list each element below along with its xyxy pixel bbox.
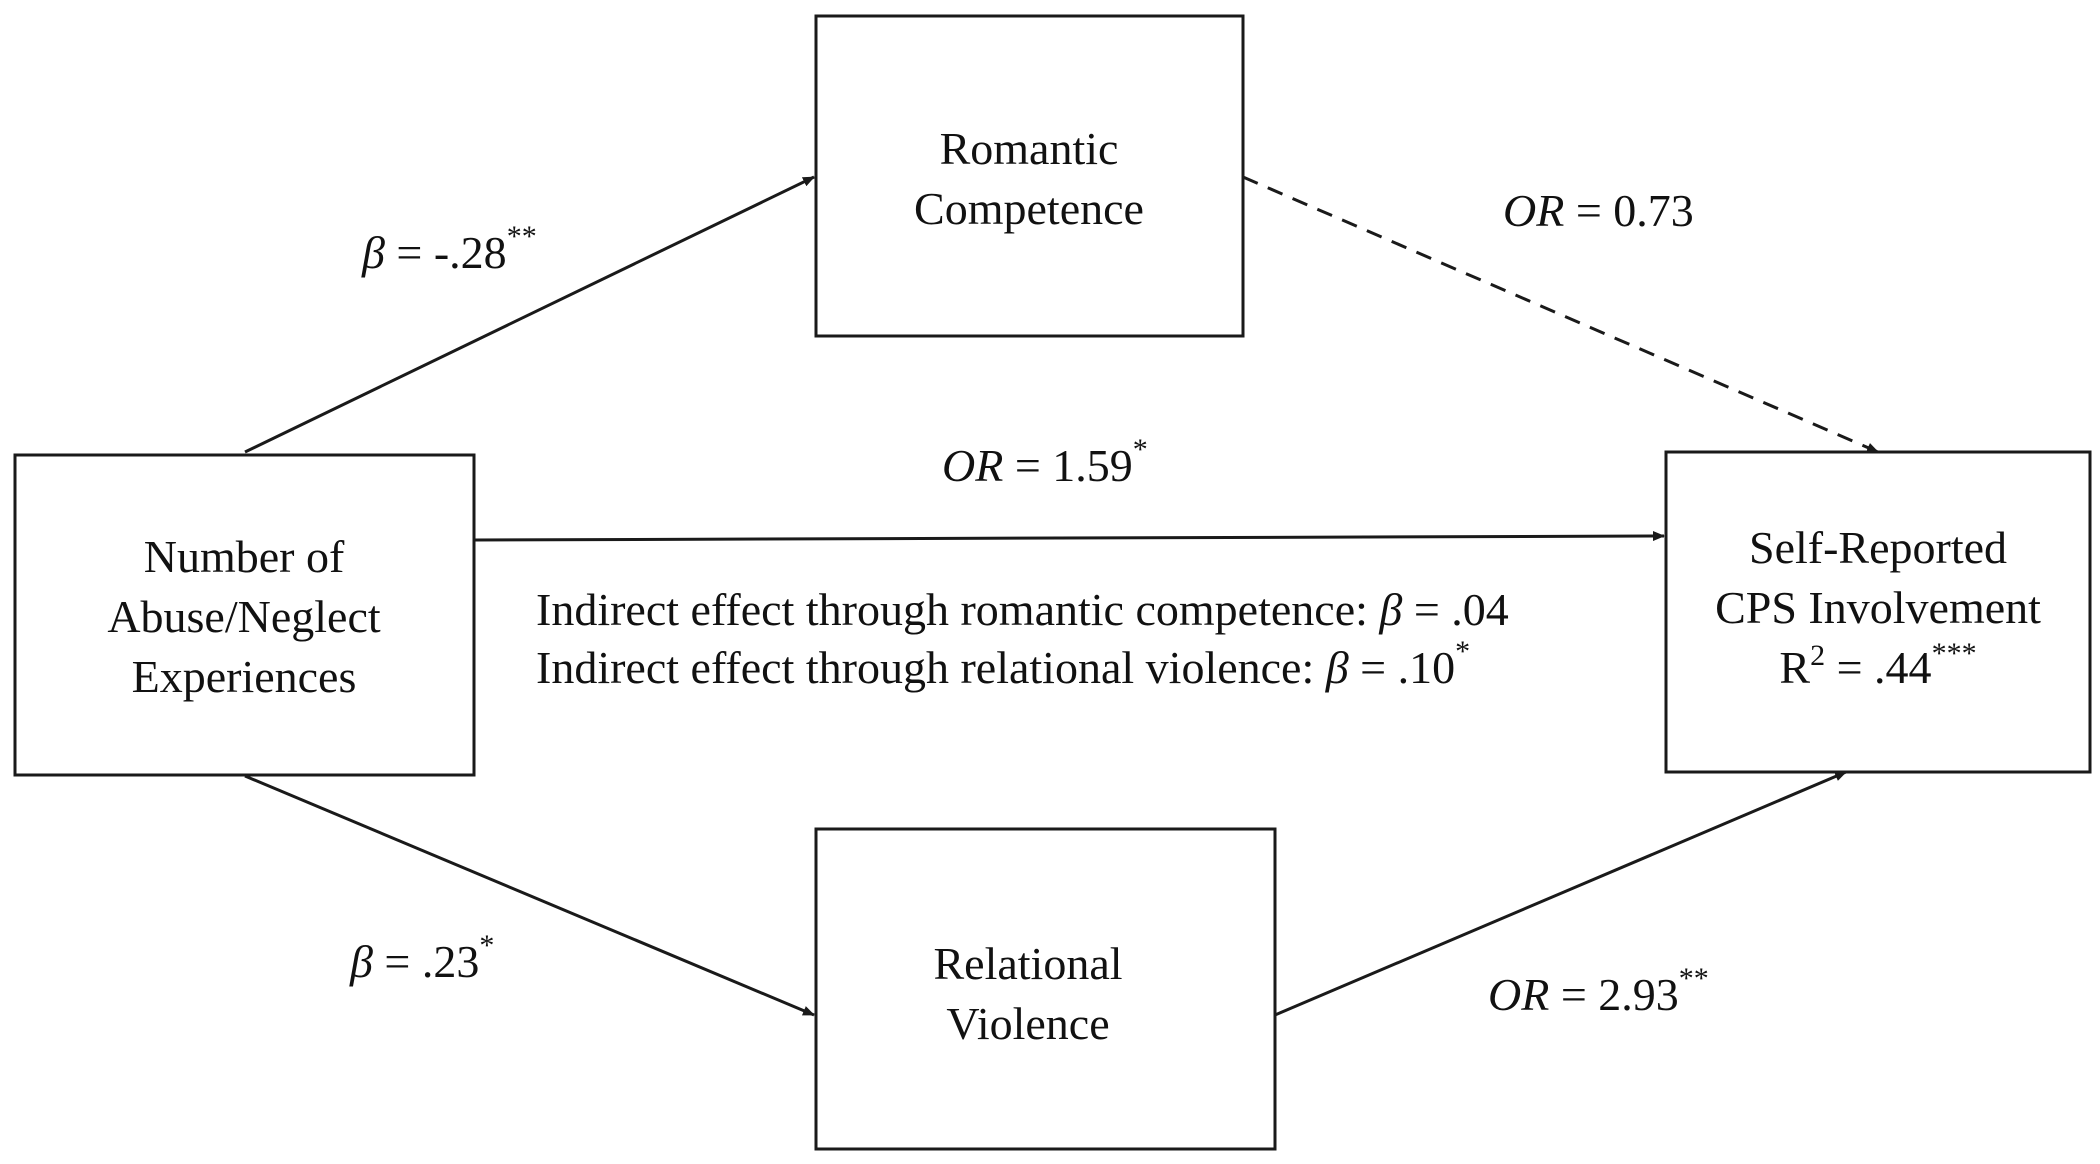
label-violence-to-cps-value: = 2.93 [1549, 969, 1678, 1020]
node-relational-violence-line-2: Violence [946, 998, 1109, 1049]
node-abuse-neglect-box [13, 453, 476, 777]
indirect-effect-violence: Indirect effect through relational viole… [536, 635, 1470, 693]
label-abuse-to-violence-symbol: β [349, 936, 373, 987]
node-cps-line-1: Self-Reported [1749, 522, 2007, 573]
label-violence-to-cps-symbol: OR [1488, 969, 1549, 1020]
node-abuse-neglect-line-2: Abuse/Neglect [107, 591, 381, 642]
indirect-effect-romantic-value: = .04 [1402, 584, 1508, 635]
label-romantic-to-cps-symbol: OR [1503, 185, 1564, 236]
label-abuse-to-cps: OR = 1.59* [942, 433, 1148, 491]
edge-abuse-to-romantic [244, 175, 815, 454]
node-romantic-competence-line-2: Competence [914, 183, 1144, 234]
node-cps-r2-prefix: R [1779, 642, 1810, 693]
label-romantic-to-cps-value: = 0.73 [1564, 185, 1693, 236]
indirect-effect-violence-sig: * [1455, 635, 1470, 668]
label-abuse-to-romantic-value: = -.28 [385, 227, 507, 278]
label-abuse-to-cps-sig: * [1133, 433, 1148, 466]
label-abuse-to-cps-value: = 1.59 [1003, 440, 1132, 491]
indirect-effect-romantic: Indirect effect through romantic compete… [536, 584, 1509, 635]
node-relational-violence-line-1: Relational [933, 938, 1122, 989]
node-abuse-neglect-line-1: Number of [144, 531, 345, 582]
edge-abuse-to-violence [244, 774, 815, 1017]
node-cps-r2-sig: *** [1932, 637, 1977, 670]
indirect-effect-romantic-symbol: β [1378, 584, 1402, 635]
node-romantic-competence-line-1: Romantic [940, 123, 1119, 174]
node-abuse-neglect: Number of Abuse/Neglect Experiences [13, 453, 476, 777]
label-romantic-to-cps: OR = 0.73 [1503, 185, 1694, 236]
node-cps-line-2: CPS Involvement [1715, 582, 2041, 633]
label-abuse-to-violence-sig: * [479, 929, 494, 962]
node-cps-r2-value: = .44 [1825, 642, 1931, 693]
indirect-effect-violence-prefix: Indirect effect through relational viole… [536, 642, 1326, 693]
edge-romantic-to-cps [1242, 175, 1879, 454]
label-abuse-to-romantic-sig: ** [507, 220, 537, 253]
indirect-effect-violence-value: = .10 [1349, 642, 1455, 693]
node-relational-violence-box [814, 827, 1277, 1151]
label-violence-to-cps-sig: ** [1679, 962, 1709, 995]
node-relational-violence: Relational Violence [814, 827, 1277, 1151]
label-abuse-to-romantic-symbol: β [361, 227, 385, 278]
label-abuse-to-violence: β = .23* [349, 929, 494, 987]
node-cps-r2: R2 = .44*** [1779, 637, 1976, 693]
node-abuse-neglect-line-3: Experiences [132, 651, 357, 702]
indirect-effect-romantic-prefix: Indirect effect through romantic compete… [536, 584, 1379, 635]
node-cps-r2-exp: 2 [1810, 639, 1825, 672]
label-abuse-to-violence-value: = .23 [373, 936, 479, 987]
node-cps-involvement-box [1664, 450, 2092, 774]
label-abuse-to-romantic: β = -.28** [361, 220, 537, 278]
node-romantic-competence: Romantic Competence [814, 14, 1245, 338]
label-violence-to-cps: OR = 2.93** [1488, 962, 1709, 1020]
label-abuse-to-cps-symbol: OR [942, 440, 1003, 491]
node-cps-involvement: Self-Reported CPS Involvement R2 = .44**… [1664, 450, 2092, 774]
edge-abuse-to-cps [473, 531, 1665, 542]
node-romantic-competence-box [814, 14, 1245, 338]
edge-violence-to-cps [1274, 770, 1847, 1017]
indirect-effect-violence-symbol: β [1325, 642, 1349, 693]
